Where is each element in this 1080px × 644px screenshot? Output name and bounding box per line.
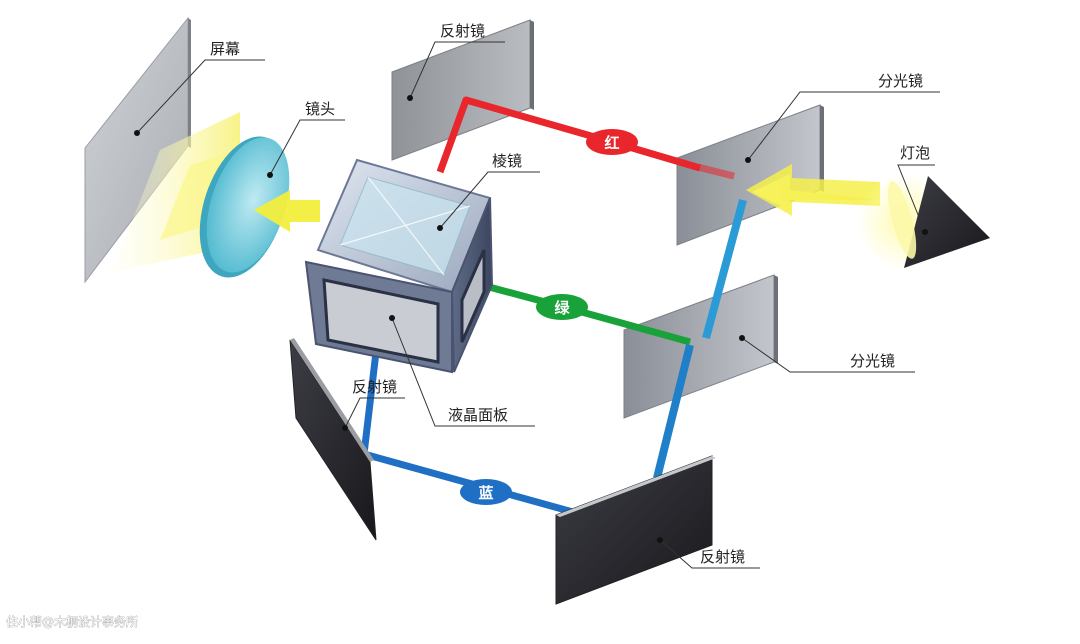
bulb-face (887, 181, 917, 259)
light-arrow-to-lens (254, 190, 320, 232)
svg-text:绿: 绿 (554, 299, 570, 317)
label-mirror-top: 反射镜 (440, 22, 485, 40)
svg-text:蓝: 蓝 (478, 484, 493, 502)
lcd-right-panel (460, 249, 486, 343)
label-lens: 镜头 (305, 100, 335, 118)
label-mirror-bottom: 反射镜 (700, 548, 745, 566)
green-beam-badge: 绿 (536, 294, 588, 320)
red-beam-on-splitter (698, 164, 735, 180)
red-beam-badge: 红 (586, 129, 638, 155)
label-splitter-mid: 分光镜 (850, 352, 895, 370)
mirror-bottom-edge (556, 456, 716, 517)
splitter-mid-edge (774, 275, 778, 364)
red-beam (436, 96, 701, 174)
mirror-top (391, 19, 531, 161)
leader-dots (134, 95, 928, 543)
splitter-top-edge (820, 105, 824, 192)
mirror-bottom (555, 455, 713, 605)
label-screen: 屏幕 (210, 40, 240, 58)
label-mirror-left: 反射镜 (352, 378, 397, 396)
watermark: 住小帮@木桐设计事务所 (6, 614, 138, 629)
screen-edge (188, 18, 191, 148)
splitter-mid (623, 274, 775, 419)
cyan-beam-lower (653, 344, 694, 479)
prism-diagonal-b (339, 205, 471, 246)
lens-disc (206, 137, 290, 273)
blue-beam-badge: 蓝 (460, 479, 512, 505)
label-prism: 棱镜 (492, 152, 522, 170)
cyan-beam-upper (702, 198, 747, 340)
bulb-light-arrow (746, 164, 880, 216)
mirror-top-edge (530, 20, 534, 110)
prism-diagonal-a (367, 176, 445, 276)
svg-text:红: 红 (604, 134, 619, 152)
bulb-body (904, 176, 990, 268)
label-splitter-top: 分光镜 (878, 72, 923, 90)
mirror-left-edge (290, 338, 374, 462)
splitter-top (676, 104, 821, 246)
label-lcd-panel: 液晶面板 (448, 406, 508, 424)
leader-lines (136, 41, 940, 569)
label-bulb: 灯泡 (900, 144, 930, 162)
lcd-panel-front (322, 278, 440, 364)
